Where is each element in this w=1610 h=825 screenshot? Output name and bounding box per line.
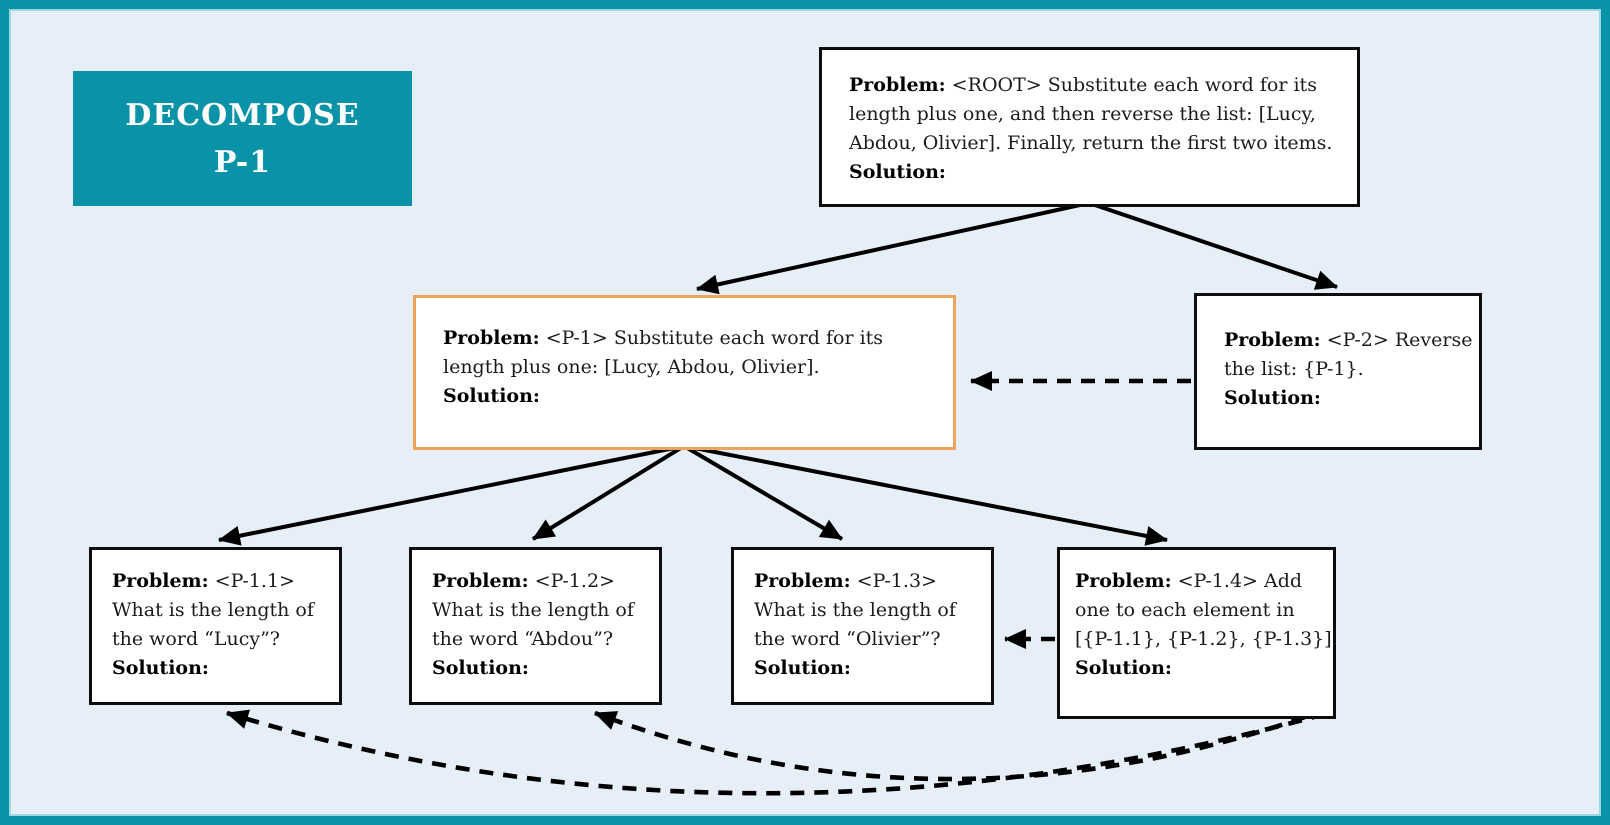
problem-label: Problem: bbox=[432, 570, 529, 592]
edge-p1-to-p14 bbox=[683, 444, 1168, 546]
problem-text: length plus one: [Lucy, Abdou, Olivier]. bbox=[443, 356, 820, 378]
problem-text: What is the length of bbox=[754, 599, 956, 621]
problem-text: one to each element in bbox=[1075, 599, 1295, 621]
solution-label: Solution: bbox=[1224, 387, 1321, 409]
problem-label: Problem: bbox=[1075, 570, 1172, 592]
badge-title: DECOMPOSE bbox=[125, 97, 360, 133]
problem-label: Problem: bbox=[849, 74, 946, 96]
problem-text: the word “Olivier”? bbox=[754, 628, 941, 650]
edge-p1-to-p13 bbox=[682, 444, 844, 541]
edge-p1-to-p12 bbox=[531, 444, 686, 541]
problem-text: length plus one, and then reverse the li… bbox=[849, 103, 1316, 125]
problem-text: the word “Lucy”? bbox=[112, 628, 280, 650]
problem-text: <P-1.2> bbox=[528, 570, 615, 592]
solution-label: Solution: bbox=[754, 657, 851, 679]
edge-p14-to-p12-dependency bbox=[594, 710, 1306, 782]
problem-label: Problem: bbox=[112, 570, 209, 592]
problem-text: the word “Abdou”? bbox=[432, 628, 614, 650]
edge-root-to-p2 bbox=[1088, 201, 1338, 290]
problem-text: <P-1.3> bbox=[850, 570, 937, 592]
problem-label: Problem: bbox=[1224, 329, 1321, 351]
edge-p14-to-p11-dependency bbox=[226, 709, 1326, 796]
solution-label: Solution: bbox=[432, 657, 529, 679]
problem-text: What is the length of bbox=[432, 599, 634, 621]
edge-p1-to-p11 bbox=[218, 444, 685, 546]
problem-text: What is the length of bbox=[112, 599, 314, 621]
node-root: Problem: <ROOT> Substitute each word for… bbox=[819, 47, 1360, 207]
edge-root-to-p1 bbox=[696, 201, 1090, 295]
solution-label: Solution: bbox=[849, 161, 946, 183]
problem-label: Problem: bbox=[443, 327, 540, 349]
problem-text: <P-1> Substitute each word for its bbox=[539, 327, 884, 349]
problem-text: [{P-1.1}, {P-1.2}, {P-1.3}]. bbox=[1075, 628, 1338, 650]
solution-label: Solution: bbox=[1075, 657, 1172, 679]
node-p11: Problem: <P-1.1> What is the length of t… bbox=[89, 547, 342, 705]
problem-text: Abdou, Olivier]. Finally, return the fir… bbox=[849, 132, 1333, 154]
problem-text: <P-2> Reverse bbox=[1320, 329, 1473, 351]
node-p14: Problem: <P-1.4> Add one to each element… bbox=[1057, 547, 1338, 719]
node-p2: Problem: <P-2> Reverse the list: {P-1}. … bbox=[1194, 293, 1482, 450]
problem-text: <ROOT> Substitute each word for its bbox=[945, 74, 1317, 96]
badge-subtitle: P-1 bbox=[213, 144, 272, 180]
node-p1: Problem: <P-1> Substitute each word for … bbox=[413, 295, 956, 450]
solution-label: Solution: bbox=[112, 657, 209, 679]
decompose-badge: DECOMPOSE P-1 bbox=[73, 71, 412, 206]
solution-label: Solution: bbox=[443, 385, 540, 407]
problem-label: Problem: bbox=[754, 570, 851, 592]
problem-text: <P-1.4> Add bbox=[1171, 570, 1303, 592]
node-p12: Problem: <P-1.2> What is the length of t… bbox=[409, 547, 662, 705]
problem-text: <P-1.1> bbox=[208, 570, 295, 592]
node-p13: Problem: <P-1.3> What is the length of t… bbox=[731, 547, 994, 705]
problem-text: the list: {P-1}. bbox=[1224, 358, 1364, 380]
